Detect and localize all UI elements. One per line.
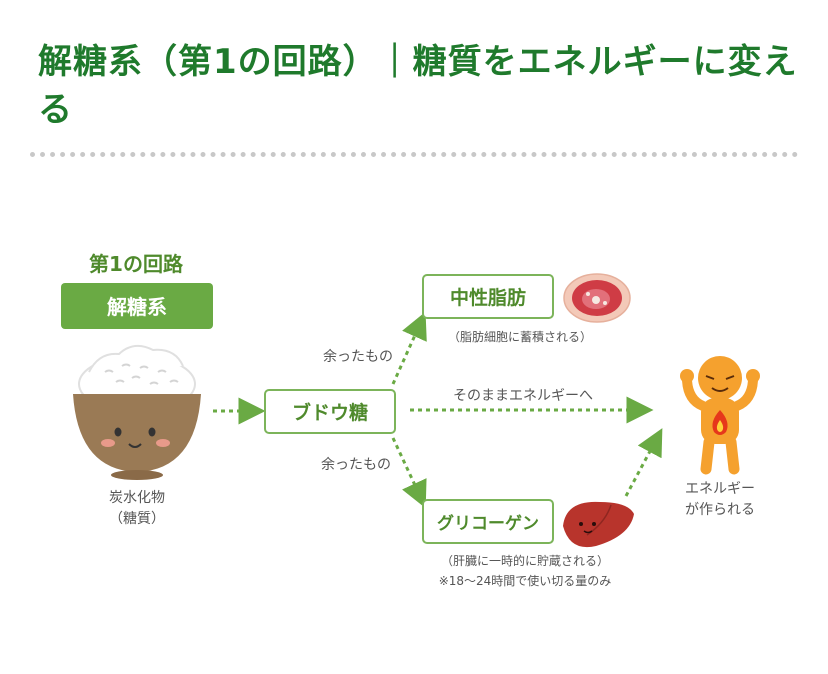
glycogen-box [422, 499, 554, 544]
energy-label-line2: が作られる [685, 502, 755, 518]
glucose-label: ブドウ糖 [292, 401, 368, 424]
circuit-badge [61, 283, 213, 329]
liver-icon [563, 501, 634, 548]
fat-cell-icon [563, 273, 631, 323]
surplus-label-upper: 余ったもの [323, 348, 393, 365]
page-title: 解糖系（第1の回路）｜糖質をエネルギーに変える [38, 42, 798, 130]
glucose-box [264, 389, 396, 434]
energy-label-line1: エネルギー [685, 481, 755, 497]
fat-caption: （脂肪細胞に蓄積される） [448, 329, 592, 344]
food-label-line1: 炭水化物 [109, 490, 165, 506]
food-label-line2: （糖質） [109, 511, 165, 527]
glycogen-caption-line1: （肝臓に一時的に貯蔵される） [441, 553, 609, 568]
glycogen-caption-line2: ※18〜24時間で使い切る量のみ [439, 573, 612, 588]
glycogen-label: グリコーゲン [437, 513, 539, 534]
fat-label: 中性脂肪 [450, 286, 526, 309]
dotted-divider [30, 152, 798, 157]
circuit-label: 第1の回路 [89, 252, 184, 276]
arrow-glucose-to-glycogen [391, 437, 427, 509]
circuit-name: 解糖系 [107, 295, 167, 319]
rice-bowl-icon [73, 344, 201, 480]
surplus-label-lower: 余ったもの [321, 456, 391, 473]
fat-box [422, 274, 554, 319]
arrow-glycogen-to-energy [624, 428, 663, 497]
direct-energy-label: そのままエネルギーへ [453, 388, 593, 404]
energetic-person-icon [680, 356, 760, 475]
arrow-glucose-to-fat [391, 311, 427, 385]
